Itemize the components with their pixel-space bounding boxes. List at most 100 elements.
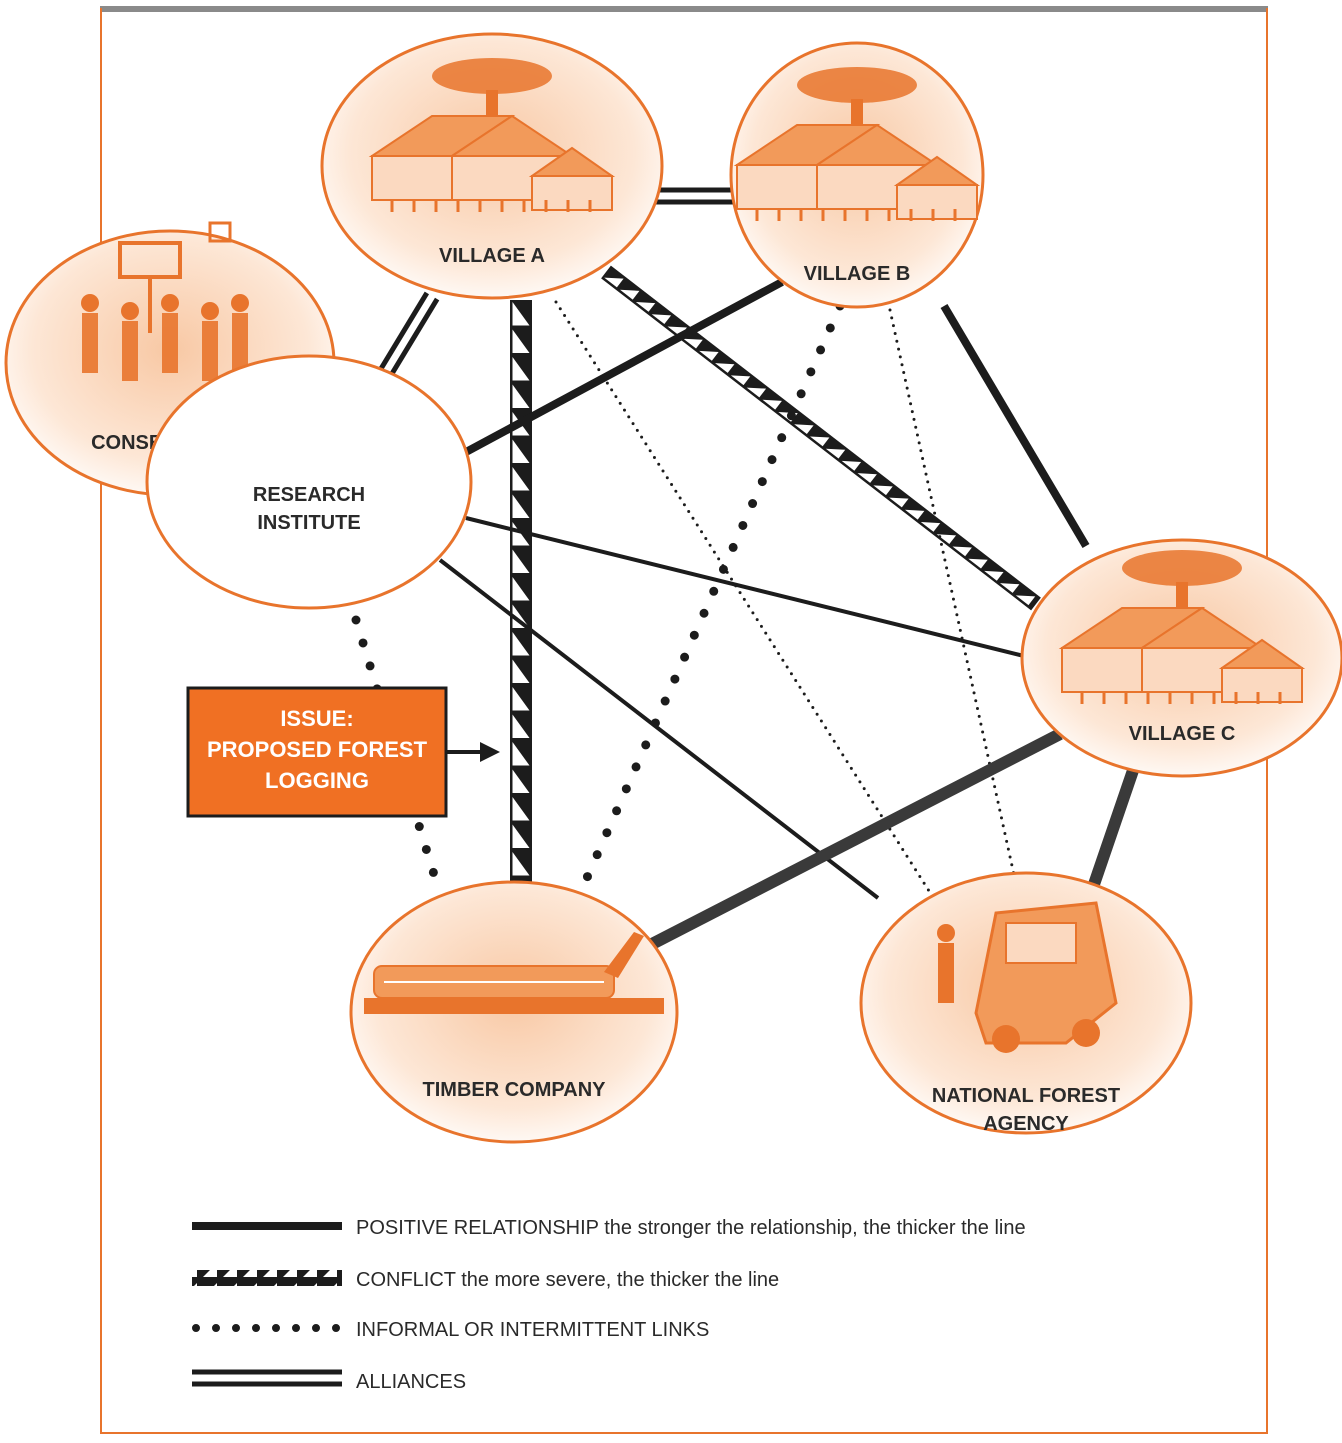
node-label: RESEARCH bbox=[253, 484, 365, 506]
jeep-rangers-icon bbox=[937, 901, 1118, 1053]
conflict-notch bbox=[905, 509, 925, 520]
issue-label-line: PROPOSED FOREST bbox=[207, 737, 428, 762]
conflict-notch bbox=[512, 577, 530, 601]
alliance-link-rail bbox=[378, 291, 430, 371]
link-village-a-research-institute bbox=[378, 291, 440, 377]
node-village-a: VILLAGE A bbox=[320, 32, 664, 300]
link-village-a-village-c bbox=[601, 265, 1041, 611]
issue-label-line: ISSUE: bbox=[280, 706, 353, 731]
node-label: INSTITUTE bbox=[257, 512, 360, 534]
link-research-institute-national-forest-agency bbox=[438, 558, 880, 900]
conflict-notch bbox=[512, 632, 530, 656]
conflict-notch bbox=[512, 742, 530, 766]
issue-label-line: LOGGING bbox=[265, 768, 369, 793]
issue-box-bg bbox=[186, 686, 448, 818]
link-village-c-national-forest-agency bbox=[1084, 748, 1146, 898]
timber-truck-icon bbox=[364, 932, 664, 1014]
node-national-forest-agency: NATIONAL FOREST AGENCY bbox=[859, 871, 1193, 1135]
frame-top-bar bbox=[100, 6, 1268, 12]
conflict-notch bbox=[620, 289, 640, 300]
conflict-link bbox=[601, 265, 1041, 611]
village-icon bbox=[733, 67, 981, 221]
conflict-notch bbox=[968, 558, 988, 569]
conflict-notch bbox=[512, 494, 530, 518]
village-icon bbox=[368, 58, 616, 212]
conflict-notch bbox=[512, 852, 530, 876]
legend-text: POSITIVE RELATIONSHIP the stronger the r… bbox=[356, 1217, 1026, 1239]
node-label: VILLAGE A bbox=[439, 245, 545, 267]
conflict-notch bbox=[635, 302, 656, 312]
conflict-notch bbox=[699, 350, 719, 361]
positive-link bbox=[465, 516, 1025, 658]
conflict-notch bbox=[651, 314, 672, 325]
conflict-notch bbox=[512, 714, 530, 738]
node-label: VILLAGE B bbox=[804, 263, 911, 285]
conflict-notch bbox=[512, 687, 530, 711]
conflict-notch bbox=[512, 329, 530, 353]
conflict-notch bbox=[841, 460, 862, 471]
conflict-notch bbox=[952, 546, 972, 557]
conflict-notch bbox=[512, 467, 530, 491]
legend-text: CONFLICT the more severe, the thicker th… bbox=[356, 1269, 779, 1291]
conflict-notch bbox=[857, 473, 877, 483]
legend-item-conflict: CONFLICT the more severe, the thicker th… bbox=[192, 1269, 779, 1291]
relationship-links bbox=[351, 187, 1146, 950]
informal-link bbox=[554, 300, 938, 904]
conflict-notch bbox=[984, 570, 1004, 581]
link-timber-company-village-c bbox=[649, 728, 1063, 950]
conflict-notch bbox=[512, 797, 530, 821]
legend-item-informal: INFORMAL OR INTERMITTENT LINKS bbox=[192, 1319, 709, 1341]
conflict-notch bbox=[512, 604, 530, 628]
conflict-notch bbox=[683, 338, 703, 349]
positive-link bbox=[940, 303, 1090, 549]
conflict-notch bbox=[810, 436, 830, 447]
legend-item-positive: POSITIVE RELATIONSHIP the stronger the r… bbox=[192, 1217, 1026, 1239]
link-village-b-research-institute bbox=[464, 278, 784, 456]
positive-link bbox=[464, 278, 784, 456]
link-village-a-village-b bbox=[650, 187, 734, 205]
conflict-notch bbox=[746, 387, 767, 398]
issue-box: ISSUE: PROPOSED FOREST LOGGING bbox=[186, 686, 500, 818]
link-village-b-village-c bbox=[940, 303, 1090, 549]
node-label: AGENCY bbox=[983, 1113, 1069, 1135]
conflict-notch bbox=[730, 375, 751, 386]
node-ellipse bbox=[145, 354, 473, 610]
conflict-notch bbox=[512, 384, 530, 408]
conflict-notch bbox=[762, 399, 782, 410]
conflict-notch bbox=[794, 424, 814, 435]
link-research-institute-village-c bbox=[465, 516, 1025, 658]
conflict-notch bbox=[512, 439, 530, 463]
conflict-notch bbox=[512, 357, 530, 381]
conflict-notch bbox=[920, 522, 941, 532]
legend: POSITIVE RELATIONSHIP the stronger the r… bbox=[192, 1217, 1026, 1393]
conflict-notch bbox=[873, 485, 893, 496]
conflict-notch bbox=[1015, 595, 1036, 606]
node-village-b: VILLAGE B bbox=[729, 41, 985, 309]
node-research-institute: RESEARCH INSTITUTE bbox=[145, 354, 473, 610]
node-village-c: VILLAGE C bbox=[1020, 538, 1342, 778]
node-label: NATIONAL FOREST bbox=[932, 1085, 1120, 1107]
conflict-notch bbox=[825, 448, 846, 459]
node-timber-company: TIMBER COMPANY bbox=[349, 880, 679, 1144]
node-label: VILLAGE C bbox=[1129, 723, 1236, 745]
link-village-a-national-forest-agency bbox=[554, 300, 938, 904]
conflict-notch bbox=[512, 824, 530, 848]
conflict-notch bbox=[715, 363, 735, 373]
conflict-notch bbox=[936, 534, 957, 545]
legend-text: ALLIANCES bbox=[356, 1371, 466, 1393]
village-icon bbox=[1058, 550, 1306, 704]
legend-text: INFORMAL OR INTERMITTENT LINKS bbox=[356, 1319, 709, 1341]
conflict-notch bbox=[512, 522, 530, 546]
positive-link bbox=[649, 728, 1063, 950]
conflict-notch bbox=[999, 583, 1020, 593]
conflict-notch bbox=[512, 302, 530, 326]
link-village-a-timber-company bbox=[510, 300, 532, 886]
positive-link bbox=[438, 558, 880, 900]
legend-item-alliance: ALLIANCES bbox=[192, 1369, 466, 1393]
protest-people-icon bbox=[81, 221, 249, 381]
alliance-link-rail bbox=[388, 297, 440, 377]
conflict-notch bbox=[512, 549, 530, 573]
node-label: TIMBER COMPANY bbox=[423, 1079, 607, 1101]
